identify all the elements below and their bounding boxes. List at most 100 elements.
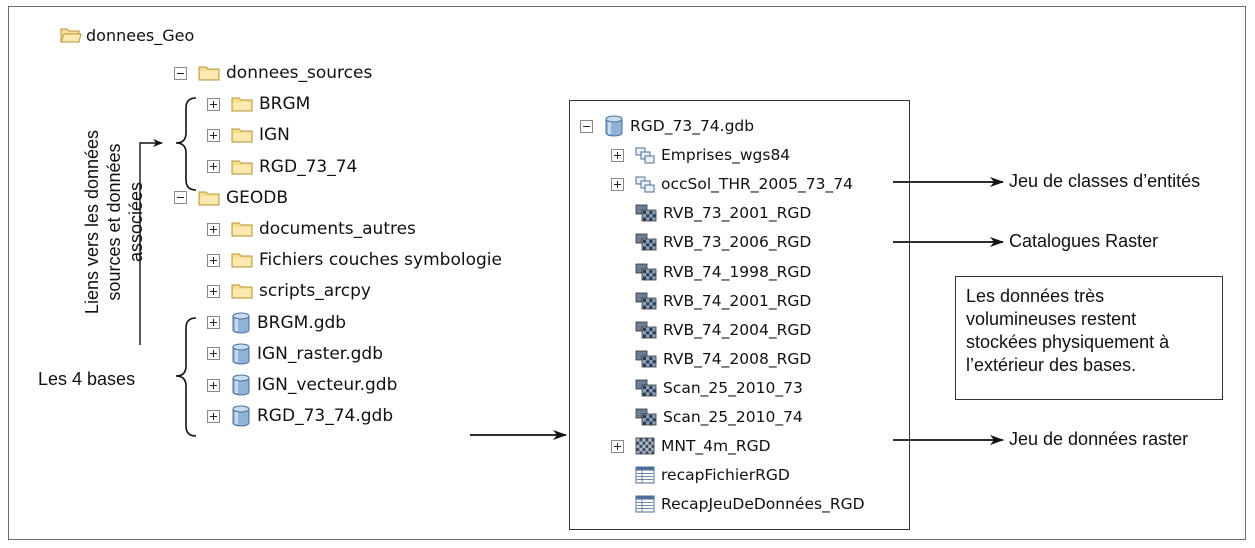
left-tree-item-label: BRGM.gdb: [257, 312, 347, 333]
raster-dataset-annotation: Jeu de données raster: [1009, 429, 1189, 449]
left-tree-item[interactable]: Fichiers couches symbologie: [207, 245, 502, 275]
gdb-tree-item[interactable]: RVB_74_1998_RGD: [611, 257, 811, 287]
gdb-tree-item[interactable]: MNT_4m_RGD: [611, 431, 771, 461]
geodatabase-icon: [605, 115, 623, 137]
root-folder-label: donnees_Geo: [86, 25, 195, 45]
gdb-tree-item[interactable]: recapFichierRGD: [611, 460, 790, 490]
left-tree-item-label: scripts_arcpy: [259, 281, 371, 302]
gdb-tree-item[interactable]: RVB_73_2006_RGD: [611, 227, 811, 257]
gdb-tree-item-label: RVB_73_2006_RGD: [663, 233, 812, 252]
expand-plus-icon[interactable]: [611, 439, 624, 453]
storage-note-text: Les données très volumineuses restent st…: [966, 286, 1170, 375]
folder-icon: [231, 222, 253, 237]
left-tree-item[interactable]: IGN_raster.gdb: [207, 339, 383, 369]
gdb-tree-item-label: RGD_73_74.gdb: [630, 117, 755, 135]
left-tree-item-label: BRGM: [259, 94, 311, 115]
collapse-minus-icon[interactable]: [580, 119, 593, 133]
expand-plus-icon[interactable]: [207, 284, 220, 298]
gdb-tree-item[interactable]: RVB_74_2004_RGD: [611, 315, 811, 345]
left-tree-item-label: RGD_73_74.gdb: [257, 406, 394, 427]
expand-plus-icon[interactable]: [207, 409, 220, 423]
gdb-tree-item-label: Scan_25_2010_74: [663, 408, 803, 426]
expand-plus-icon[interactable]: [207, 160, 220, 174]
expand-plus-icon[interactable]: [207, 316, 220, 330]
liens-line-1: Liens vers les données: [82, 129, 102, 315]
left-tree-item[interactable]: IGN_vecteur.gdb: [207, 370, 397, 400]
gdb-tree-item[interactable]: Scan_25_2010_74: [611, 402, 803, 432]
left-tree-item-label: IGN_vecteur.gdb: [257, 375, 398, 395]
expand-plus-icon[interactable]: [207, 97, 220, 111]
gdb-tree-item-label: RVB_74_2008_RGD: [663, 349, 812, 368]
collapse-minus-icon[interactable]: [174, 191, 187, 205]
figure-frame: [8, 6, 1246, 540]
expand-plus-icon[interactable]: [207, 253, 220, 267]
expand-plus-icon[interactable]: [611, 177, 624, 191]
left-tree-item[interactable]: RGD_73_74.gdb: [207, 401, 393, 431]
raster-catalog-icon: [635, 263, 657, 280]
expand-plus-icon[interactable]: [207, 347, 220, 361]
left-tree-item[interactable]: RGD_73_74: [207, 152, 357, 182]
feature-dataset-icon: [635, 176, 655, 193]
left-tree-item-label: IGN: [259, 125, 290, 146]
gdb-tree-item-label: Emprises_wgs84: [661, 146, 791, 165]
geodatabase-icon: [232, 374, 250, 396]
feature-dataset-icon: [635, 147, 655, 164]
gdb-tree-item[interactable]: RVB_74_2008_RGD: [611, 344, 811, 374]
gdb-tree-item[interactable]: RGD_73_74.gdb: [580, 111, 754, 141]
folder-icon: [231, 160, 253, 175]
gdb-tree-item[interactable]: RVB_73_2001_RGD: [611, 198, 811, 228]
folder-open-icon: [60, 28, 82, 43]
folder-icon: [231, 284, 253, 299]
folder-icon: [198, 66, 220, 81]
left-tree-item-label: IGN_raster.gdb: [257, 343, 383, 364]
gdb-tree-item[interactable]: RecapJeuDeDonnées_RGD: [611, 489, 865, 519]
raster-catalog-icon: [635, 350, 657, 368]
expand-plus-icon[interactable]: [207, 128, 220, 142]
gdb-tree-item-label: Scan_25_2010_73: [663, 378, 803, 397]
left-tree-item-label: RGD_73_74: [259, 156, 358, 177]
left-tree-item[interactable]: BRGM.gdb: [207, 308, 346, 338]
gdb-tree-item-label: MNT_4m_RGD: [661, 437, 771, 456]
collapse-minus-icon[interactable]: [174, 66, 187, 80]
geodatabase-icon: [232, 405, 250, 427]
gdb-tree-item[interactable]: Scan_25_2010_73: [611, 373, 803, 403]
storage-note-box: Les données très volumineuses restent st…: [955, 276, 1223, 400]
left-tree-item[interactable]: documents_autres: [207, 214, 416, 244]
raster-catalogs-annotation: Catalogues Raster: [1009, 231, 1159, 251]
gdb-tree-item[interactable]: RVB_74_2001_RGD: [611, 286, 811, 316]
folder-icon: [231, 128, 253, 143]
raster-catalog-icon: [635, 379, 657, 397]
gdb-tree-item[interactable]: Emprises_wgs84: [611, 140, 790, 170]
root-folder[interactable]: donnees_Geo: [60, 20, 194, 50]
raster-catalog-icon: [635, 233, 657, 251]
left-tree-item[interactable]: donnees_sources: [174, 58, 372, 88]
left-tree-item[interactable]: scripts_arcpy: [207, 276, 371, 306]
expand-plus-icon[interactable]: [611, 148, 624, 162]
folder-icon: [231, 253, 253, 268]
gdb-tree-item-label: recapFichierRGD: [661, 466, 790, 485]
left-tree-item[interactable]: BRGM: [207, 89, 310, 119]
gdb-tree-item-label: RVB_74_2001_RGD: [663, 291, 812, 310]
left-tree-item[interactable]: GEODB: [174, 183, 288, 213]
expand-plus-icon[interactable]: [207, 222, 220, 236]
left-tree-item[interactable]: IGN: [207, 120, 290, 150]
gdb-tree-item-label: occSol_THR_2005_73_74: [661, 175, 853, 194]
raster-catalog-icon: [635, 292, 657, 309]
left-tree-item-label: GEODB: [226, 187, 289, 208]
folder-icon: [198, 191, 220, 206]
left-tree-item-label: documents_autres: [259, 219, 416, 239]
gdb-tree-item[interactable]: occSol_THR_2005_73_74: [611, 169, 853, 199]
table-icon: [635, 466, 655, 484]
raster-catalog-icon: [635, 408, 657, 426]
liens-annotation: Liens vers les données sources et donnée…: [81, 130, 147, 314]
raster-dataset-icon: [635, 437, 655, 455]
left-tree-item-label: Fichiers couches symbologie: [259, 250, 502, 271]
bases-annotation: Les 4 bases: [38, 369, 136, 389]
gdb-tree-item-label: RVB_73_2001_RGD: [663, 204, 812, 223]
raster-catalog-icon: [635, 321, 657, 339]
expand-plus-icon[interactable]: [207, 378, 220, 392]
gdb-tree-item-label: RecapJeuDeDonnées_RGD: [661, 495, 865, 514]
geodatabase-icon: [232, 343, 250, 365]
liens-line-2: sources et données: [104, 143, 124, 301]
liens-line-3: associées: [126, 181, 146, 263]
